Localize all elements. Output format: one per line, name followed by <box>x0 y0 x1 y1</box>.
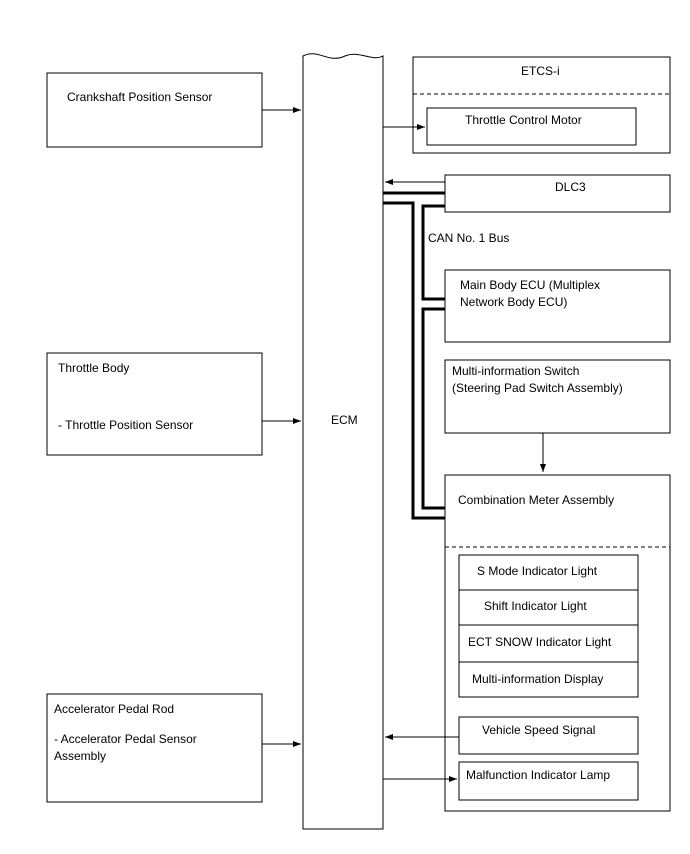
accelerator-pedal-box <box>46 693 263 803</box>
mil-label: Malfunction Indicator Lamp <box>466 768 610 782</box>
vehicle-speed-label: Vehicle Speed Signal <box>482 723 595 737</box>
multi-info-switch-label-1: Multi-information Switch <box>452 364 579 378</box>
accelerator-pedal-label: Accelerator Pedal Rod <box>54 702 174 716</box>
crankshaft-sensor-box <box>46 72 263 148</box>
crankshaft-sensor-label: Crankshaft Position Sensor <box>67 90 212 104</box>
main-body-ecu-label-2: Network Body ECU) <box>460 295 567 309</box>
dlc3-box <box>444 174 671 213</box>
meter-items-frame <box>458 554 639 698</box>
dlc3-label: DLC3 <box>555 180 586 194</box>
mil-box <box>458 761 639 801</box>
accelerator-sensor-label-2: Assembly <box>54 749 106 763</box>
vehicle-speed-box <box>458 716 639 755</box>
throttle-motor-box <box>426 107 637 146</box>
multi-info-switch-label-2: (Steering Pad Switch Assembly) <box>452 381 623 395</box>
shift-indicator-label: Shift Indicator Light <box>484 599 587 613</box>
throttle-body-box <box>46 352 263 456</box>
s-mode-indicator-label: S Mode Indicator Light <box>477 564 598 578</box>
main-body-ecu-label-1: Main Body ECU (Multiplex <box>460 278 600 292</box>
can-bus-label: CAN No. 1 Bus <box>428 231 509 245</box>
throttle-motor-label: Throttle Control Motor <box>465 113 582 127</box>
combination-meter-label: Combination Meter Assembly <box>458 493 614 507</box>
multi-info-display-label: Multi-information Display <box>472 672 603 686</box>
etcs-label: ETCS-i <box>521 64 560 78</box>
throttle-body-label: Throttle Body <box>58 361 129 375</box>
ecm-label: ECM <box>331 413 358 427</box>
throttle-position-sensor-label: - Throttle Position Sensor <box>58 418 193 432</box>
can-bus-wiring <box>383 191 445 520</box>
accelerator-sensor-label-1: - Accelerator Pedal Sensor <box>54 732 197 746</box>
multi-info-switch-box <box>444 359 671 434</box>
main-body-ecu-box <box>444 269 671 343</box>
ect-snow-indicator-label: ECT SNOW Indicator Light <box>468 635 612 649</box>
ecm-block <box>302 53 384 830</box>
